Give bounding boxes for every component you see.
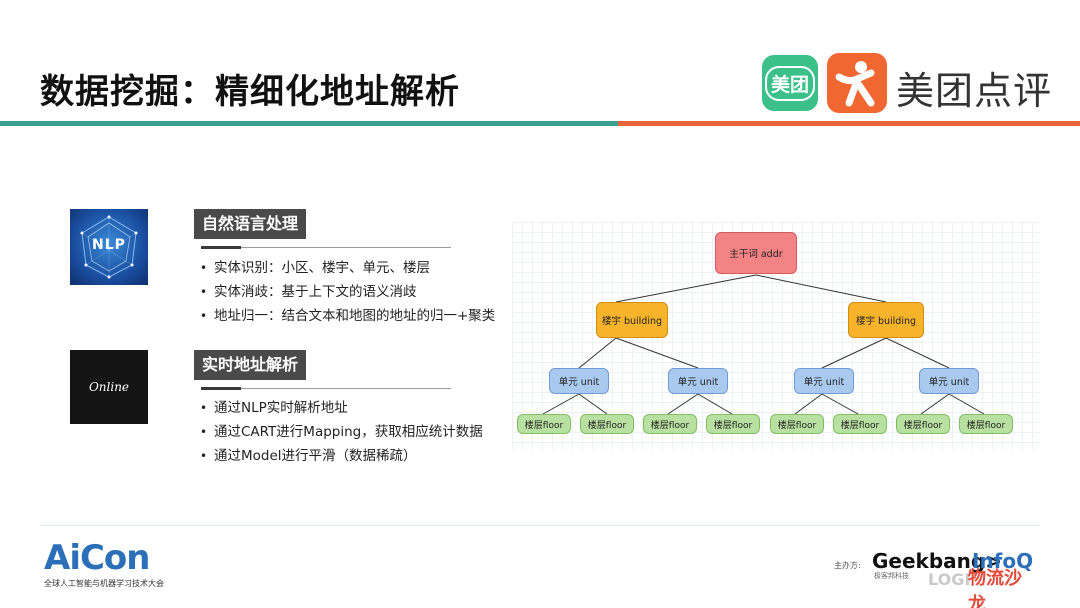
online-icon: Online (70, 350, 148, 424)
section-title-nlp: 自然语言处理 (194, 209, 307, 239)
list-item: •地址归一：结合文本和地图的地址的归一+聚类 (200, 308, 496, 324)
geekbang-logo: Geekbang> (872, 549, 1002, 573)
meituan-logo: 美团 (762, 55, 818, 111)
tree-node-unit: 单元 unit (668, 368, 728, 394)
infoq-logo: InfoQ (972, 549, 1034, 573)
nlp-icon-label: NLP (92, 237, 126, 253)
tree-node-building: 楼宇 building (596, 302, 668, 338)
list-item: •通过NLP实时解析地址 (200, 400, 348, 416)
watermark-logi: LOGI (928, 570, 971, 589)
dianping-logo-icon (827, 53, 887, 113)
section-underline (241, 247, 451, 248)
tree-node-floor: 楼层floor (896, 414, 950, 434)
address-tree-diagram: 主干词 addr 楼宇 building 楼宇 building 单元 unit… (512, 222, 1040, 450)
section-underline-accent (201, 246, 241, 249)
section-title-realtime: 实时地址解析 (194, 350, 307, 380)
header-divider-teal (0, 121, 618, 126)
list-item: •通过CART进行Mapping，获取相应统计数据 (200, 424, 483, 440)
tree-node-unit: 单元 unit (919, 368, 979, 394)
section-underline-accent (201, 387, 241, 390)
tree-node-building: 楼宇 building (848, 302, 924, 338)
tree-node-floor: 楼层floor (643, 414, 697, 434)
meituan-logo-text: 美团 (764, 65, 815, 101)
footer-divider (40, 525, 1040, 526)
tree-node-floor: 楼层floor (706, 414, 760, 434)
section-bullets-realtime: •通过NLP实时解析地址 •通过CART进行Mapping，获取相应统计数据 •… (200, 396, 483, 468)
tree-node-unit: 单元 unit (549, 368, 609, 394)
section-bullets-nlp: •实体识别：小区、楼宇、单元、楼层 •实体消歧：基于上下文的语义消歧 •地址归一… (200, 256, 495, 328)
watermark-logo: 物流沙龙 (968, 568, 1022, 608)
list-item: •实体识别：小区、楼宇、单元、楼层 (200, 260, 430, 276)
organizer-label: 主办方: (834, 561, 861, 570)
brand-name: 美团点评 (896, 69, 1053, 113)
tree-node-floor: 楼层floor (770, 414, 824, 434)
online-icon-label: Online (88, 380, 130, 394)
aicon-logo: AiCon (44, 538, 150, 578)
list-item: •实体消歧：基于上下文的语义消歧 (200, 284, 417, 300)
tree-node-floor: 楼层floor (959, 414, 1013, 434)
tree-node-unit: 单元 unit (794, 368, 854, 394)
tree-node-floor: 楼层floor (833, 414, 887, 434)
nlp-icon: NLP (70, 209, 148, 285)
aicon-subtitle: 全球人工智能与机器学习技术大会 (44, 579, 164, 588)
page-title: 数据挖掘：精细化地址解析 (40, 72, 460, 112)
tree-connectors (542, 274, 985, 415)
tree-node-root: 主干词 addr (715, 232, 797, 274)
header-divider-orange (618, 121, 1080, 126)
tree-node-floor: 楼层floor (580, 414, 634, 434)
tree-node-floor: 楼层floor (517, 414, 571, 434)
geekbang-subtitle: 极客邦科技 (874, 572, 909, 580)
list-item: •通过Model进行平滑（数据稀疏） (200, 448, 417, 464)
section-underline (241, 388, 451, 389)
